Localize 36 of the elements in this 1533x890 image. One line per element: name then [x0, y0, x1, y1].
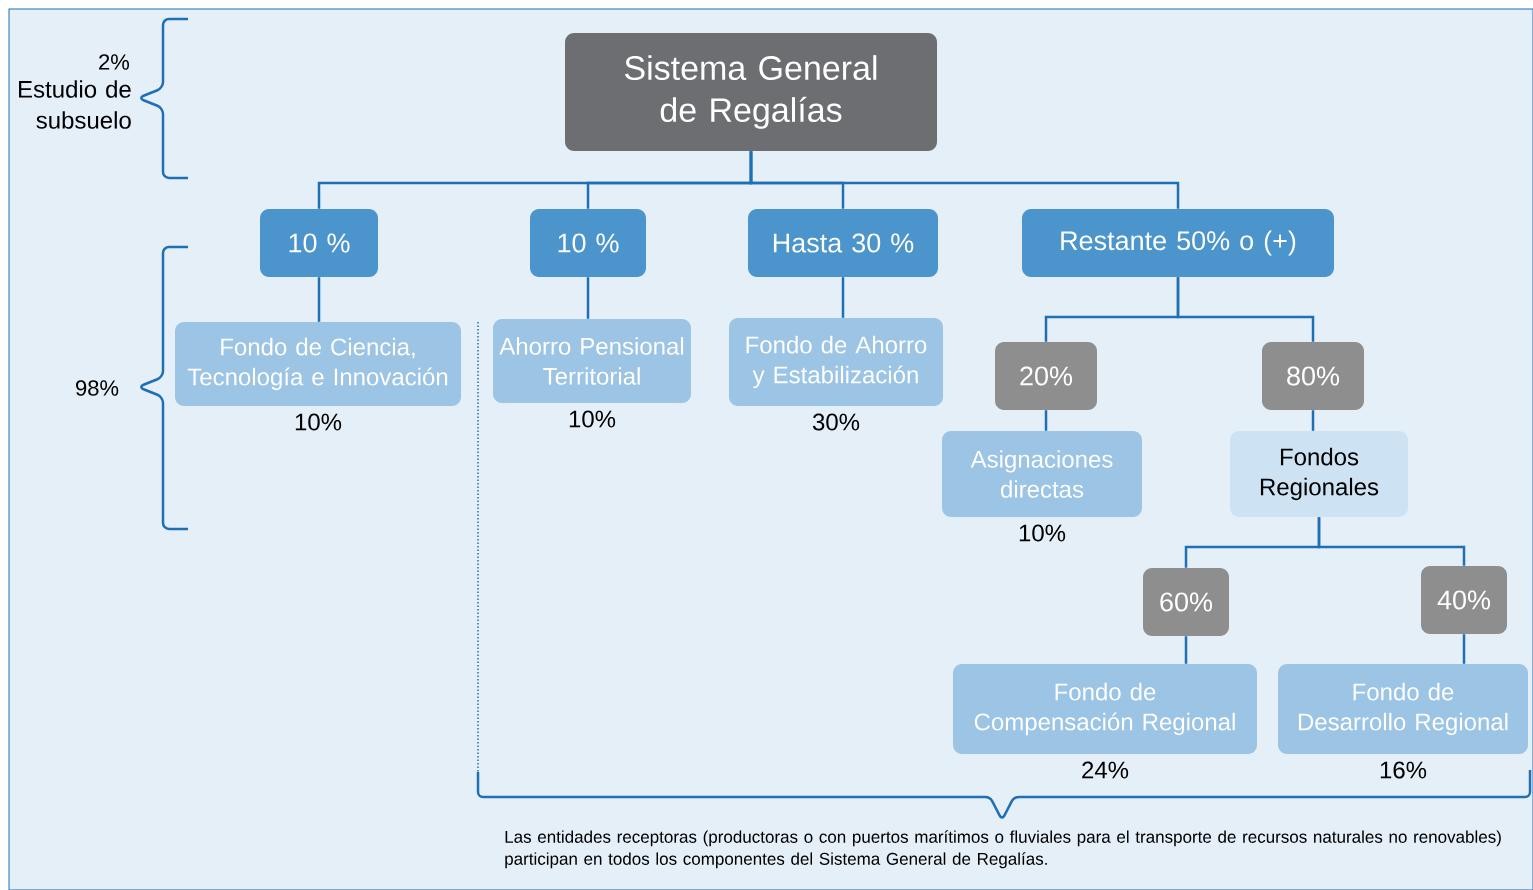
connector-line	[1044, 410, 1048, 431]
note-text: Las entidades receptoras (productoras o con puertos marítimos o fluviales para el transporte de recursos naturales no renovables) participan en todos los componentes del Sistema General de Regalías.	[505, 830, 1501, 869]
percentage-box: 10 %	[260, 209, 378, 277]
title-box: Sistema General de Regalías	[565, 33, 937, 151]
connector-line	[841, 277, 845, 318]
connector-line	[1176, 277, 1315, 342]
connector-line	[749, 151, 1180, 209]
percentage-label: 30%	[812, 413, 860, 431]
fund-box: Asignaciones directas	[942, 431, 1142, 517]
percentage-label: 2%	[99, 54, 129, 70]
percentage-box: Hasta 30 %	[748, 209, 938, 277]
percentage-label: 24%	[1082, 761, 1129, 779]
fund-box: Fondos Regionales	[1230, 431, 1408, 517]
percentage-box: 80%	[1262, 342, 1364, 410]
connector-line	[1184, 636, 1188, 664]
connector-line	[1317, 517, 1466, 566]
fund-box: Fondo de Ahorro y Estabilización	[729, 318, 943, 406]
percentage-box: 20%	[995, 342, 1097, 410]
fund-box: Ahorro Pensional Territorial	[493, 319, 691, 403]
fund-box: Fondo de Desarrollo Regional	[1278, 664, 1528, 754]
percentage-label: Estudio de subsuelo	[19, 80, 131, 129]
percentage-box: 40%	[1421, 566, 1507, 634]
connector-line	[317, 277, 321, 322]
connector-line	[1462, 634, 1466, 664]
percentage-label: 10%	[1019, 524, 1066, 542]
fund-box: Fondo de Ciencia, Tecnología e Innovación	[175, 322, 461, 406]
percentage-label: 98%	[76, 380, 119, 396]
percentage-box: 10 %	[530, 209, 646, 277]
connector-line	[586, 277, 590, 319]
fund-box: Fondo de Compensación Regional	[953, 664, 1257, 754]
percentage-box: Restante 50% o (+)	[1022, 209, 1334, 277]
percentage-label: 10%	[295, 413, 342, 431]
percentage-label: 10%	[569, 410, 616, 428]
percentage-label: 16%	[1380, 761, 1427, 779]
percentage-box: 60%	[1143, 568, 1229, 636]
connector-line	[1311, 410, 1315, 431]
